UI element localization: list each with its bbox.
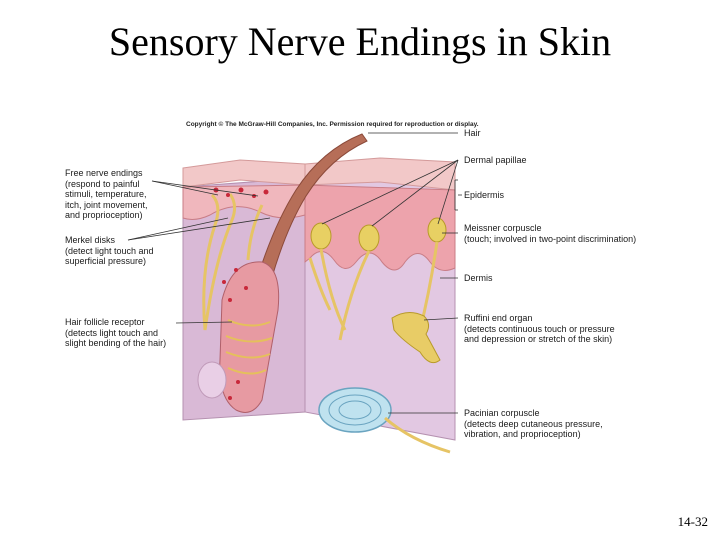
label-merkel-disks: Merkel disks (detect light touch and sup…	[65, 235, 154, 267]
label-epidermis: Epidermis	[464, 190, 504, 201]
label-dermis: Dermis	[464, 273, 493, 284]
label-hair: Hair	[464, 128, 481, 139]
label-ruffini-end-organ: Ruffini end organ (detects continuous to…	[464, 313, 615, 345]
label-meissner-corpuscle: Meissner corpuscle (touch; involved in t…	[464, 223, 636, 244]
label-free-nerve-endings: Free nerve endings (respond to painful s…	[65, 168, 148, 221]
slide-number: 14-32	[678, 514, 708, 530]
meissner-corpuscle-2	[359, 225, 379, 251]
meissner-corpuscle-3	[428, 218, 446, 242]
label-hair-follicle-receptor: Hair follicle receptor (detects light to…	[65, 317, 166, 349]
meissner-corpuscle-1	[311, 223, 331, 249]
adipose-blob	[198, 362, 226, 398]
label-dermal-papillae: Dermal papillae	[464, 155, 527, 166]
label-pacinian-corpuscle: Pacinian corpuscle (detects deep cutaneo…	[464, 408, 603, 440]
